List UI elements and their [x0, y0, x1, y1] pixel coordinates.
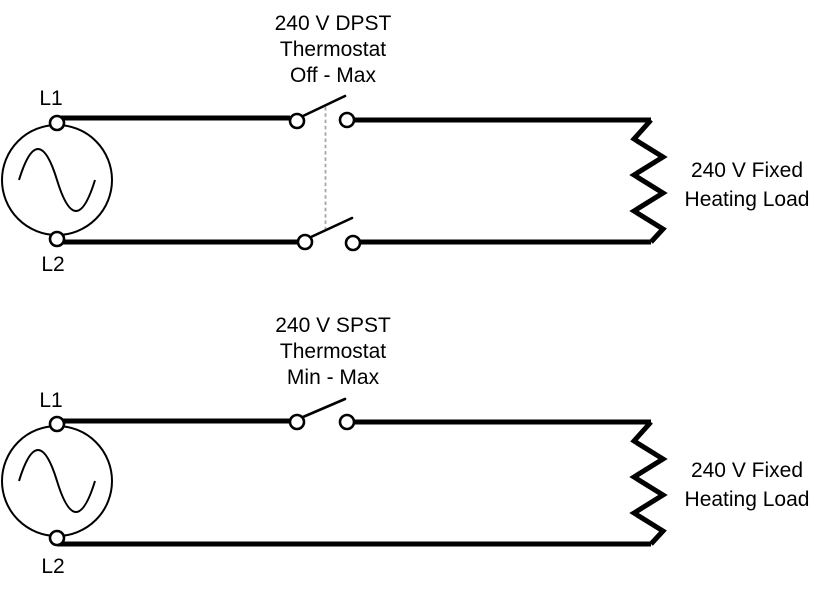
sine-wave-icon	[18, 449, 96, 513]
switch-contact-right	[338, 413, 356, 431]
source-terminal-l1	[48, 114, 66, 132]
circuit-title-line2: Thermostat	[280, 38, 386, 61]
source-terminal-l1	[48, 415, 66, 433]
l1-label: L1	[39, 389, 62, 412]
load-label-line1: 240 V Fixed	[691, 159, 803, 182]
switch-contact-pole1-left	[288, 112, 306, 130]
switch-contact-pole2-left	[296, 233, 314, 251]
circuit-title-line1: 240 V DPST	[275, 12, 392, 35]
source-terminal-l2	[48, 529, 66, 547]
load-label-line2: Heating Load	[685, 488, 810, 511]
circuit-title-line1: 240 V SPST	[275, 314, 391, 337]
sine-wave-icon	[18, 148, 96, 212]
load-label-line1: 240 V Fixed	[691, 459, 803, 482]
switch-blade	[301, 397, 347, 419]
switch-contact-left	[288, 413, 306, 431]
switch-contact-pole2-right	[344, 234, 362, 252]
load-label-line2: Heating Load	[685, 188, 810, 211]
l1-label: L1	[39, 87, 62, 110]
source-terminal-l2	[48, 230, 66, 248]
circuit-title-line2: Thermostat	[280, 340, 386, 363]
switch-contact-pole1-right	[338, 111, 356, 129]
heating-element-resistor	[629, 420, 668, 546]
heating-element-resistor	[629, 118, 668, 244]
l2-label: L2	[41, 253, 64, 276]
circuit-title-line3: Off - Max	[290, 64, 376, 87]
circuit-title-line3: Min - Max	[287, 366, 380, 389]
dpst-circuit: 240 V DPST Thermostat Off - Max L1 L2	[1, 12, 810, 276]
spst-circuit: 240 V SPST Thermostat Min - Max L1 L2 24…	[1, 314, 810, 578]
l2-label: L2	[41, 555, 64, 578]
switch-blade-pole1	[301, 94, 347, 118]
switch-blade-pole2	[309, 216, 354, 239]
